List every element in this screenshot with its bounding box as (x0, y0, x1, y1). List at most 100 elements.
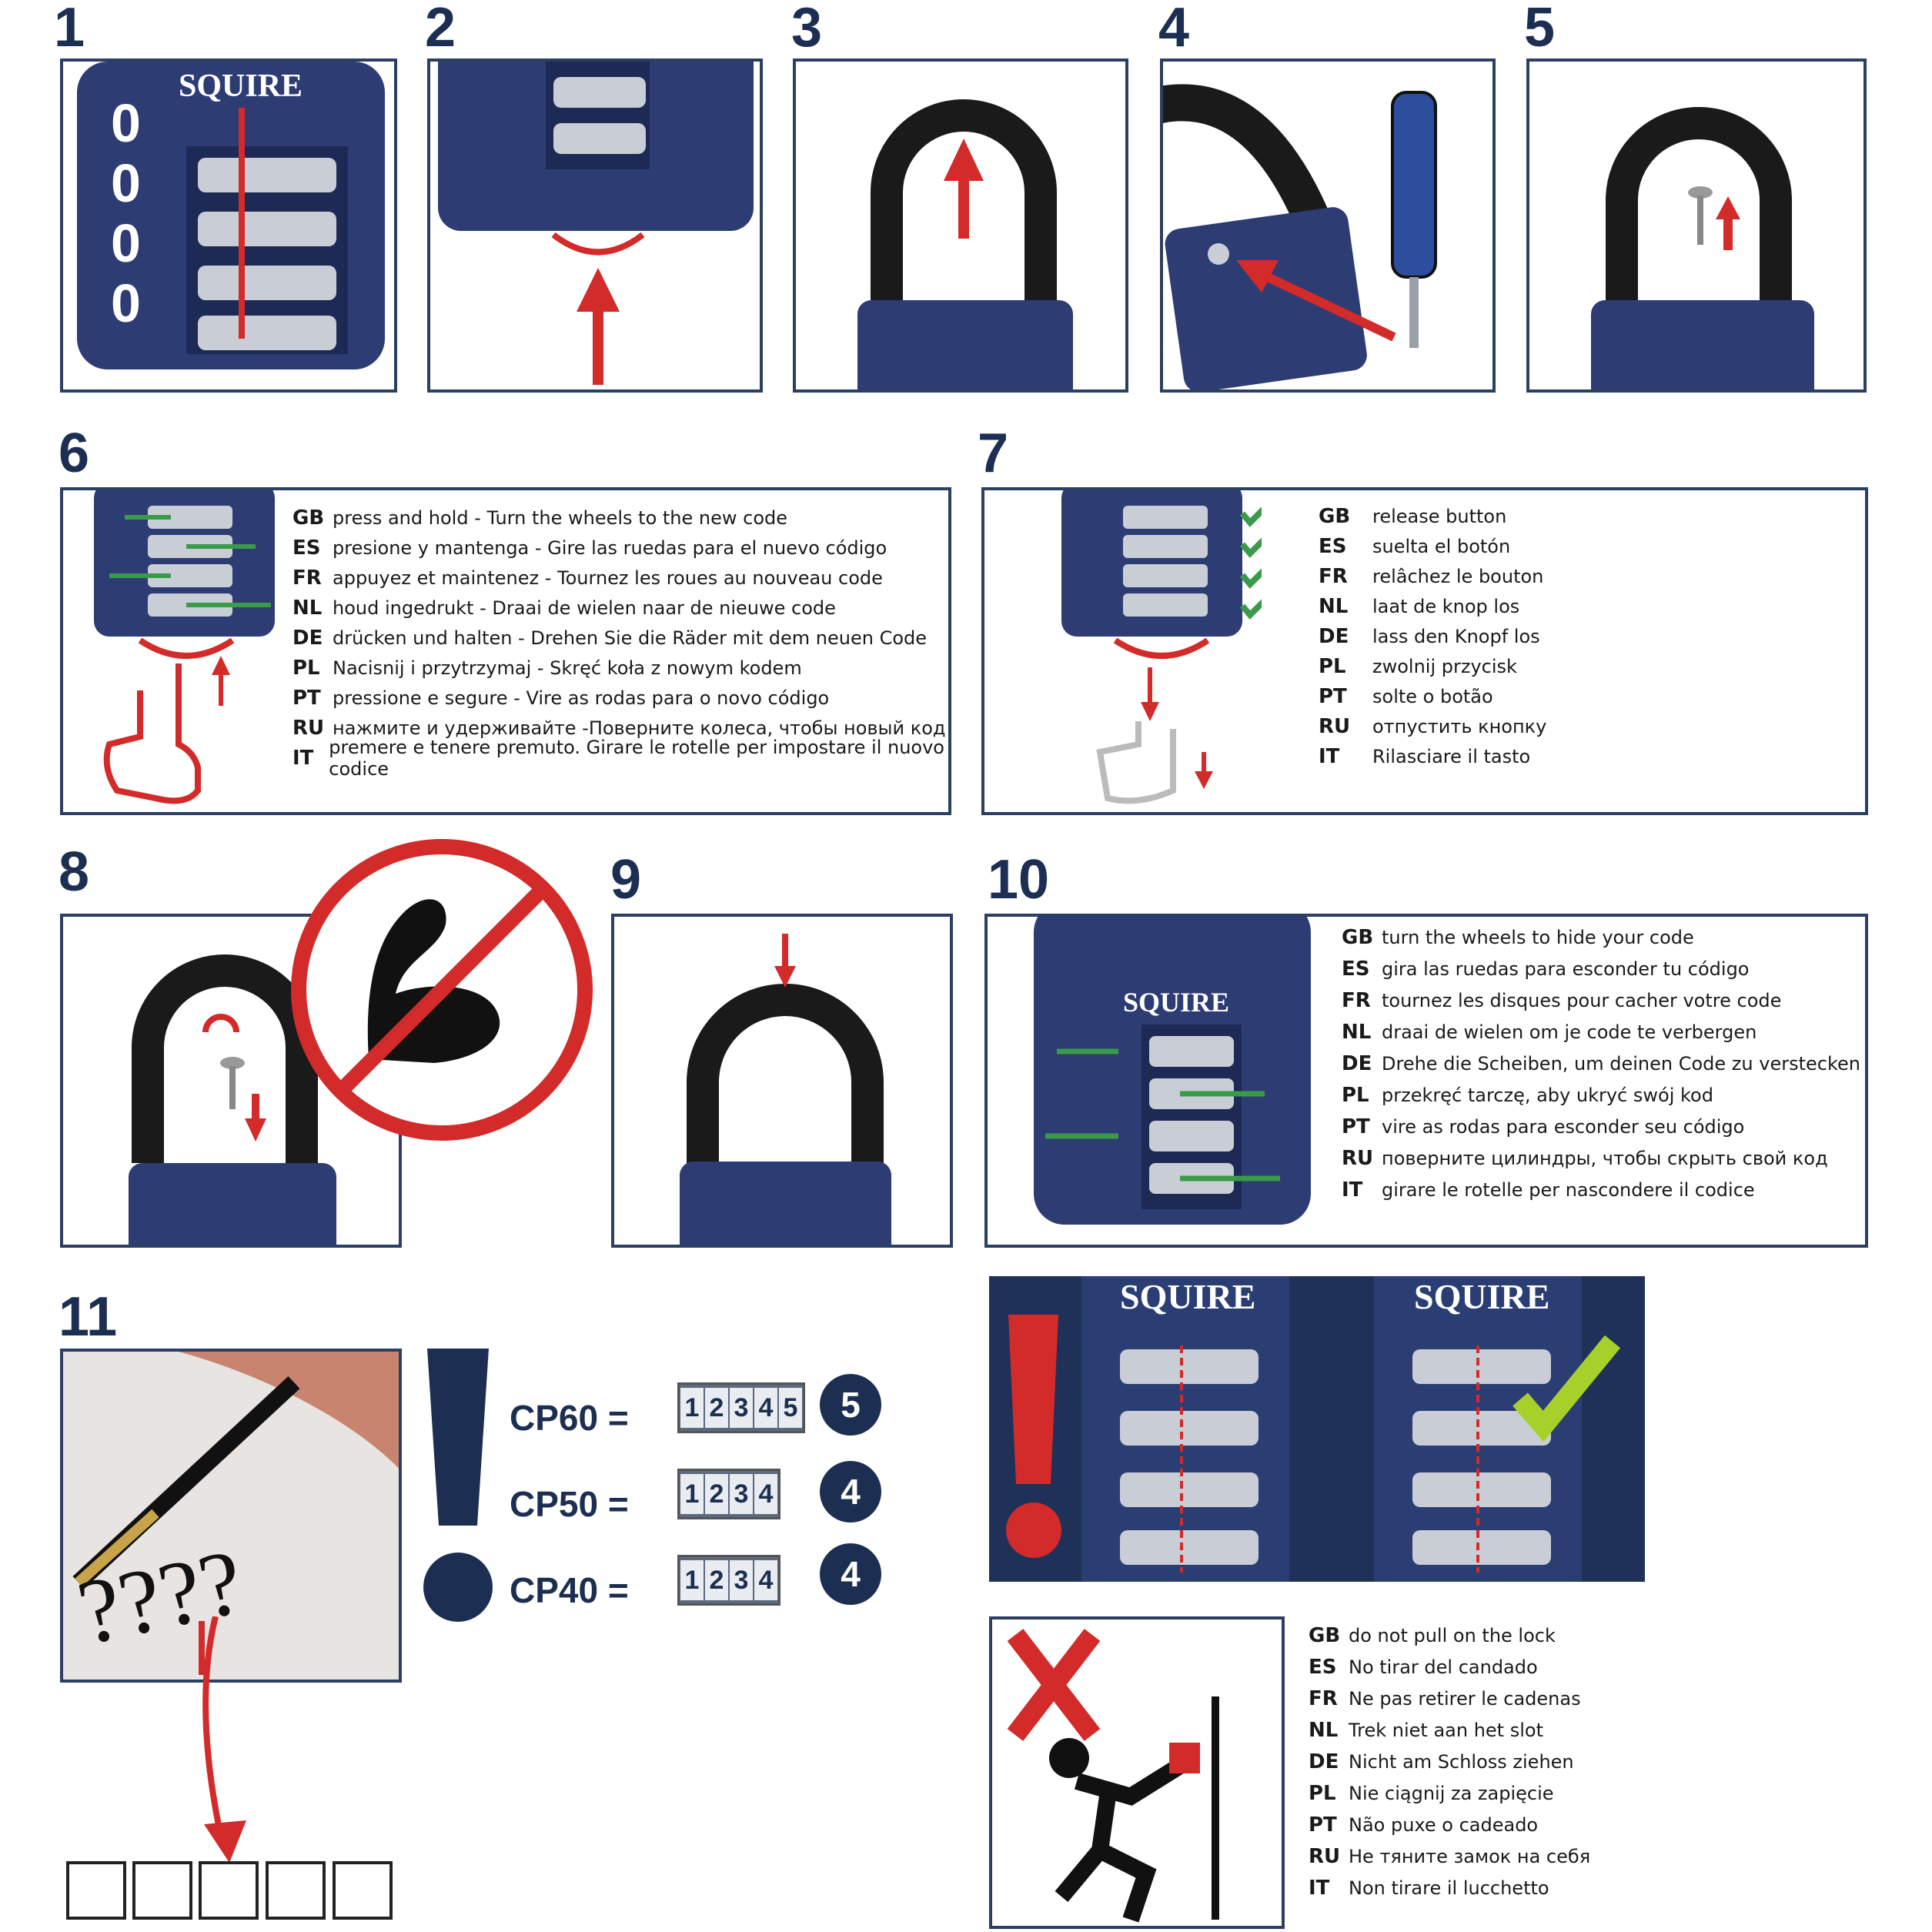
instruction-text: turn the wheels to hide your code (1382, 926, 1694, 948)
lang-code: PT (1319, 684, 1347, 708)
lang-code: DE (1319, 624, 1349, 648)
step-number-8: 8 (58, 841, 90, 903)
instruction-text: Nicht am Schloss ziehen (1349, 1750, 1574, 1773)
strip-digit: 2 (705, 1560, 728, 1600)
instruction-text: appuyez et maintenez - Tournez les roues… (333, 567, 883, 589)
lang-code: DE (1342, 1051, 1372, 1075)
lang-code: NL (1319, 594, 1349, 618)
alignment-panel: SQUIRE SQUIRE (989, 1276, 1645, 1582)
lang-code: ES (292, 536, 321, 560)
model-label-cp50: CP50 = (510, 1484, 629, 1524)
instruction-text: Ne pas retirer le cadenas (1349, 1687, 1581, 1710)
strip-digit: 1 (680, 1560, 704, 1600)
lang-code: GB (1342, 925, 1374, 949)
instruction-text: нажмите и удерживайте -Поверните колеса,… (333, 717, 946, 739)
press-and-turn-illustration (94, 490, 275, 804)
step-number-11: 11 (58, 1286, 118, 1348)
strip-digit: 1 (680, 1474, 704, 1514)
lang-code: PL (1319, 654, 1346, 678)
lang-code: RU (1342, 1146, 1374, 1170)
instruction-text: tournez les disques pour cacher votre co… (1382, 989, 1782, 1011)
instruction-text: houd ingedrukt - Draai de wielen naar de… (333, 597, 836, 619)
code-digit-3: 0 (111, 213, 141, 273)
exclamation-icon (423, 1349, 493, 1622)
lang-code: NL (1342, 1020, 1372, 1044)
write-code-illustration (63, 1352, 399, 1680)
lang-code: DE (292, 626, 323, 650)
lock-bottom-button-illustration (438, 62, 754, 385)
model-label-cp60: CP60 = (510, 1398, 629, 1438)
instruction-text: gira las ruedas para esconder tu código (1382, 958, 1750, 980)
instruction-text: поверните цилиндры, чтобы скрыть свой ко… (1382, 1147, 1828, 1169)
instruction-text: release button (1372, 505, 1507, 527)
step-number-3: 3 (791, 0, 823, 58)
lang-code: FR (292, 566, 322, 590)
strip-digit: 1 (680, 1388, 704, 1428)
step-number-10: 10 (988, 849, 1050, 911)
lang-code: PL (1309, 1781, 1336, 1805)
digit-strip-cp50: 1 2 3 4 (677, 1469, 780, 1519)
instruction-text: Rilasciare il tasto (1372, 745, 1531, 767)
instruction-text: Non tirare il lucchetto (1349, 1877, 1549, 1899)
brand-logo: SQUIRE (179, 69, 303, 104)
code-digit-4: 0 (111, 273, 141, 333)
hide-code-illustration (1034, 917, 1311, 1225)
code-box-4[interactable] (266, 1861, 326, 1920)
instruction-text: suelta el botón (1372, 535, 1511, 557)
code-box-5[interactable] (333, 1861, 393, 1920)
strip-digit: 2 (705, 1474, 728, 1514)
instruction-text: Nacisnij i przytrzymaj - Skręć koła z no… (333, 657, 802, 679)
instruction-text: relâchez le bouton (1372, 565, 1544, 587)
strip-digit: 3 (730, 1560, 753, 1600)
lang-code: DE (1309, 1750, 1339, 1773)
instruction-text: press and hold - Turn the wheels to the … (333, 506, 788, 529)
lang-code: IT (292, 746, 314, 770)
lang-code: GB (292, 506, 325, 530)
lang-code: RU (1309, 1844, 1341, 1868)
brand-logo: SQUIRE (1120, 1277, 1256, 1316)
lang-code: IT (1319, 744, 1340, 768)
instruction-text: lass den Knopf los (1372, 625, 1540, 647)
strip-digit: 4 (754, 1474, 777, 1514)
lang-code: ES (1342, 957, 1370, 981)
lang-code: FR (1309, 1686, 1338, 1710)
instruction-text: No tirar del candado (1349, 1656, 1538, 1678)
panel-do-not-pull (989, 1616, 1285, 1929)
code-box-2[interactable] (132, 1861, 192, 1920)
lang-code: NL (292, 596, 323, 620)
lang-code: ES (1319, 534, 1347, 558)
panel-step-6: GB press and hold - Turn the wheels to th… (60, 487, 951, 815)
red-arrow-down (202, 1616, 246, 1863)
brand-logo: SQUIRE (1414, 1277, 1550, 1316)
instruction-text: Trek niet aan het slot (1349, 1719, 1543, 1741)
lang-code: GB (1319, 504, 1351, 528)
screwdriver-illustration (1163, 84, 1437, 389)
instruction-text: do not pull on the lock (1349, 1624, 1556, 1646)
instruction-text: draai de wielen om je code te verbergen (1382, 1021, 1757, 1043)
digit-strip-cp60: 1 2 3 4 5 (677, 1382, 805, 1433)
code-box-3[interactable] (199, 1861, 259, 1920)
instruction-text: presione y mantenga - Gire las ruedas pa… (333, 536, 887, 559)
lock-front-illustration (77, 62, 385, 369)
strip-digit: 4 (754, 1388, 777, 1428)
strip-digit: 5 (779, 1388, 802, 1428)
panel-step-11: ???? (60, 1349, 402, 1683)
strip-digit: 3 (730, 1388, 753, 1428)
lang-code: GB (1309, 1623, 1341, 1647)
lang-code: IT (1342, 1178, 1363, 1202)
step-number-6: 6 (58, 423, 90, 484)
do-not-pull-illustration (1007, 1629, 1219, 1923)
shackle-closed-illustration (680, 934, 891, 1245)
lang-code: RU (292, 716, 325, 740)
lang-code: PL (1342, 1083, 1369, 1107)
instruction-text: Não puxe o cadeado (1349, 1813, 1539, 1836)
strip-digit: 4 (754, 1560, 777, 1600)
lang-code: PT (292, 686, 321, 710)
step6-instructions: GB press and hold - Turn the wheels to th… (292, 503, 948, 780)
code-box-1[interactable] (66, 1861, 126, 1920)
lang-code: PL (292, 656, 320, 680)
no-force-icon (291, 839, 593, 1141)
lang-code: PT (1342, 1115, 1370, 1138)
step-number-5: 5 (1524, 0, 1556, 58)
